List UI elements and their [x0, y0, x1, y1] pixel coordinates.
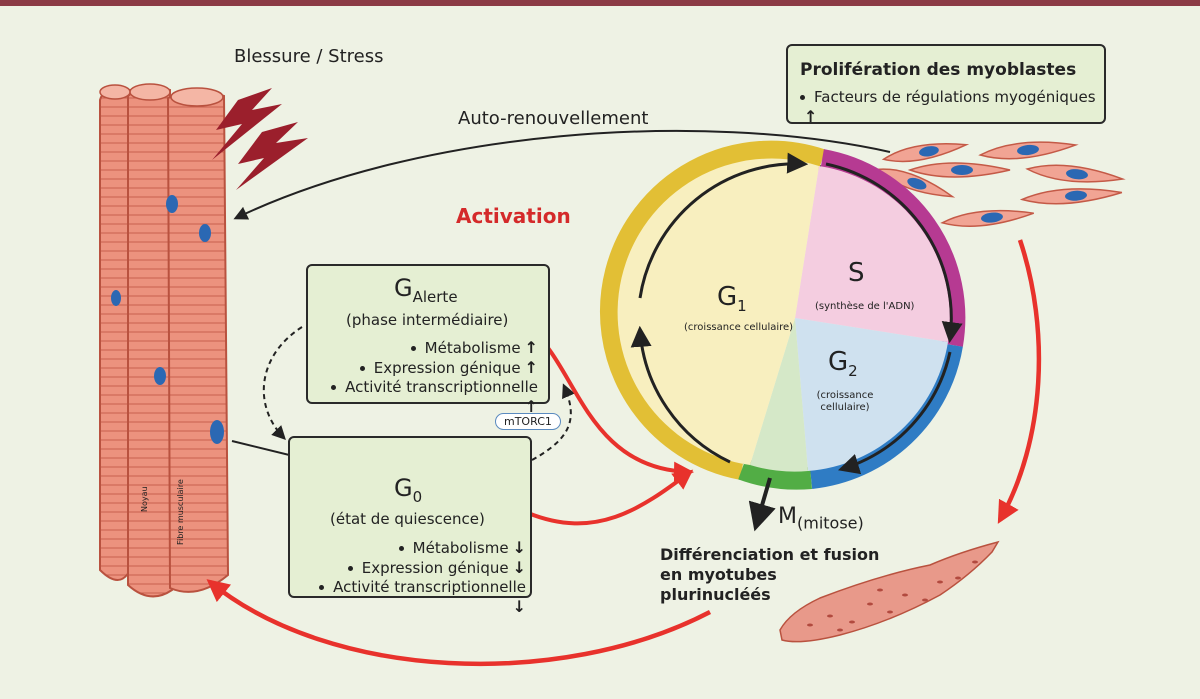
activation-label: Activation	[456, 204, 571, 228]
g1-sector	[617, 158, 819, 466]
m-ring	[738, 458, 812, 490]
g0-subtitle: (état de quiescence)	[330, 510, 485, 528]
galert-box: GAlerte (phase intermédiaire) Métabolism…	[306, 264, 550, 416]
g0-box: G0 (état de quiescence) Métabolisme↓ Exp…	[288, 436, 532, 616]
cell-cycle	[599, 140, 966, 532]
fiber-nucleus	[111, 195, 224, 444]
galert-item-transcription: Activité transcriptionnelle↑	[326, 378, 538, 417]
g2-sector	[795, 318, 948, 471]
g1-ring	[599, 140, 826, 480]
myoblast-to-myotube-arrow	[997, 239, 1042, 524]
g0-title: G0	[394, 474, 423, 506]
g2-label: G2	[828, 347, 858, 381]
lightning-icon	[212, 88, 308, 190]
g1-desc: (croissance cellulaire)	[684, 322, 794, 333]
proliferation-box: Prolifération des myoblastes Facteurs de…	[786, 44, 1106, 127]
dashed-g0-galert-arrow	[262, 326, 303, 441]
s-desc: (synthèse de l'ADN)	[815, 301, 915, 312]
g0-item-metabolism: Métabolisme↓	[304, 538, 526, 558]
m-label: M(mitose)	[778, 504, 864, 533]
dashed-galert-return-arrow	[531, 383, 575, 461]
m-sector	[750, 318, 808, 472]
self-renewal-arrow	[233, 129, 891, 220]
galert-item-metabolism: Métabolisme↑	[326, 338, 538, 358]
myotube	[779, 540, 1000, 643]
stress-label: Blessure / Stress	[234, 46, 384, 67]
galert-subtitle: (phase intermédiaire)	[346, 311, 509, 329]
s-label: S	[848, 258, 865, 288]
s-sector	[795, 166, 950, 342]
differentiation-label: Différenciation et fusion en myotubes pl…	[660, 545, 880, 604]
self-renewal-label: Auto-renouvellement	[458, 108, 649, 129]
mtorc1-badge: mTORC1	[495, 413, 561, 430]
galert-item-expression: Expression génique↑	[326, 358, 538, 378]
galert-title: GAlerte	[394, 274, 458, 306]
g1-label: G1	[717, 282, 747, 316]
g0-to-cycle-arrow	[527, 469, 694, 526]
muscle-fiber-bundle	[99, 83, 230, 598]
top-bar	[0, 0, 1200, 6]
differentiation-return-arrow	[206, 579, 712, 667]
galert-to-cycle-arrow	[546, 346, 694, 482]
proliferation-item: Facteurs de régulations myogéniques↑	[800, 88, 1104, 127]
noyau-label: Noyau	[140, 486, 149, 512]
g0-item-transcription: Activité transcriptionnelle↓	[304, 578, 526, 617]
s-ring	[819, 149, 966, 347]
fibre-label: Fibre musculaire	[176, 479, 185, 545]
mitosis-exit-arrow	[748, 477, 776, 532]
proliferation-title: Prolifération des myoblastes	[800, 60, 1077, 80]
g0-item-expression: Expression génique↓	[304, 558, 526, 578]
myoblast-cells	[875, 141, 1126, 227]
